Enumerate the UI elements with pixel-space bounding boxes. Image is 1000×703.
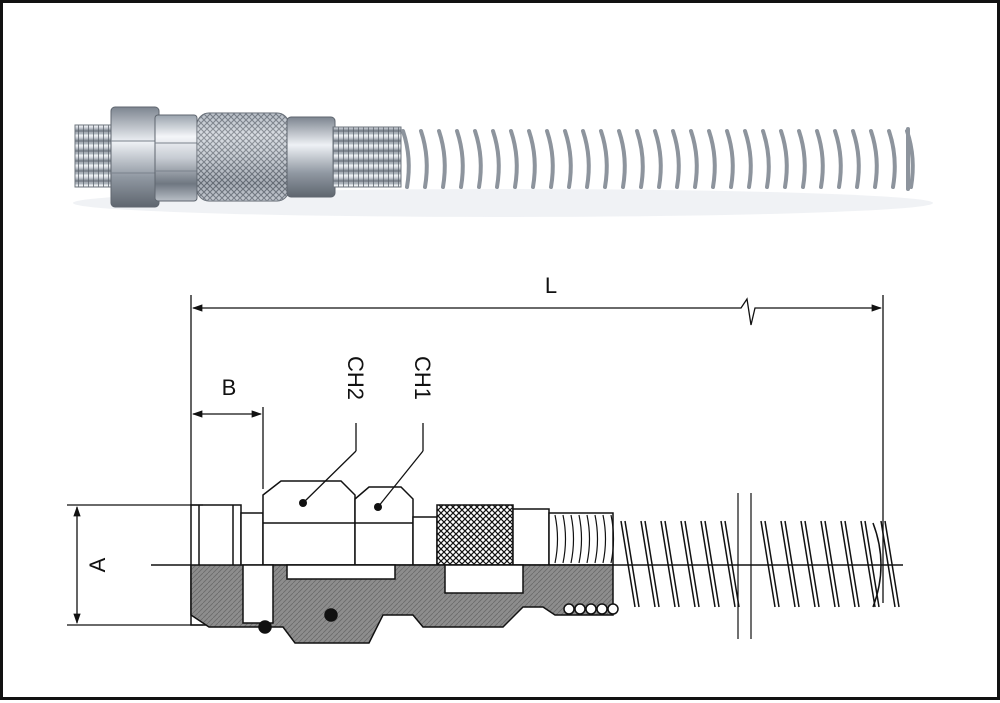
label-L: L [545,273,557,298]
dimension-lines [67,295,884,626]
label-CH1: CH1 [410,356,435,400]
label-B: B [222,375,237,400]
technical-drawing [151,480,903,644]
fitting-photo [73,106,933,217]
label-A: A [85,557,110,572]
fitting-diagram: L B A CH2 CH1 [67,106,933,644]
label-CH2: CH2 [343,356,368,400]
